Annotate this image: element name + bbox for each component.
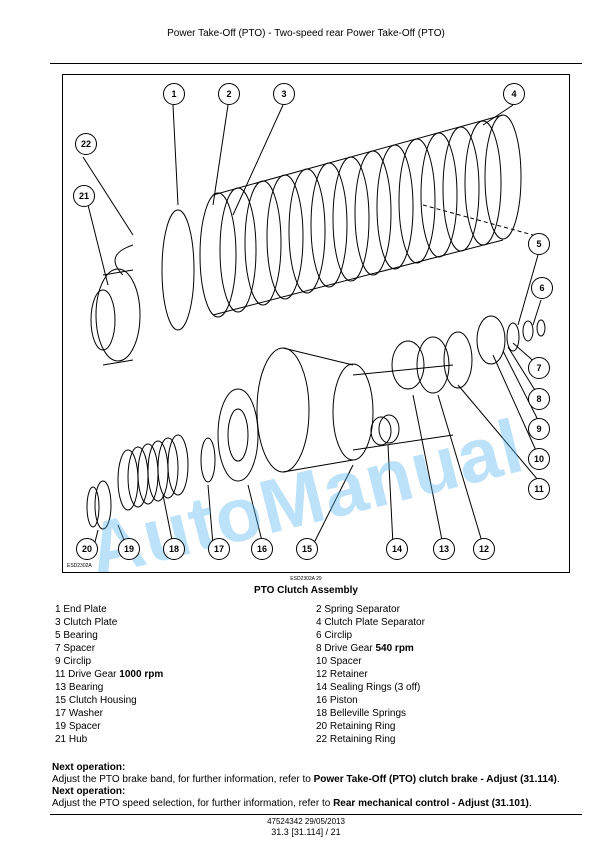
legend-left-column: 1 End Plate 3 Clutch Plate 5 Bearing 7 Spac… [55,603,163,746]
legend-item: 10 Spacer [316,656,362,667]
header-rule [50,63,582,64]
next-operation-text: Adjust the PTO speed selection, for furt… [52,798,532,809]
callout-21: 21 [73,185,95,207]
legend-item: 7 Spacer [55,643,96,654]
piston-part [217,388,259,482]
legend-item: 19 Spacer [55,721,101,732]
procedure-reference-link[interactable]: Rear mechanical control - Adjust (31.101… [333,798,529,809]
callout-11: 11 [528,478,550,500]
next-operation-text: Adjust the PTO brake band, for further i… [52,774,560,785]
legend-item: 8 Drive Gear 540 rpm [316,643,414,654]
legend-item: 16 Piston [316,695,358,706]
callout-14: 14 [386,538,408,560]
belleville-springs-part [117,434,189,511]
legend-item: 11 Drive Gear 1000 rpm [55,669,164,680]
callout-4: 4 [503,83,525,105]
callout-18: 18 [163,538,185,560]
retaining-ring-22 [114,244,134,276]
hub-part [90,268,141,366]
drive-gear-1000 [443,331,473,389]
legend-item: 5 Bearing [55,630,98,641]
legend-item-speed: 1000 rpm [119,669,164,680]
procedure-reference-link[interactable]: Power Take-Off (PTO) clutch brake - Adju… [313,774,557,785]
next-operations: Next operation:Adjust the PTO brake band… [52,762,592,810]
sealing-rings-part [370,416,392,446]
figure-number: ESD2302A 29 [290,576,322,582]
callout-22: 22 [75,133,97,155]
page-header-title: Power Take-Off (PTO) - Two-speed rear Po… [167,28,445,39]
bearing-13-part [391,340,425,390]
legend-item: 9 Circlip [55,656,92,667]
callout-9: 9 [528,418,550,440]
legend-item-speed: 540 rpm [375,643,414,654]
legend-item: 4 Clutch Plate Separator [316,617,425,628]
legend-item: 14 Sealing Rings (3 off) [316,682,421,693]
callout-19: 19 [118,538,140,560]
callout-20: 20 [76,538,98,560]
legend-item: 20 Retaining Ring [316,721,396,732]
footer-rule [50,814,582,815]
callout-6: 6 [531,277,553,299]
figure-id: ESD2302A [67,563,92,569]
clutch-housing-part [256,347,454,473]
footer-page-ref: 31.3 [31.114] / 21 [271,827,341,837]
retainer-part [416,336,450,394]
callout-1: 1 [163,83,185,105]
legend-item: 3 Clutch Plate [55,617,118,628]
figure-caption: PTO Clutch Assembly [254,585,358,596]
callout-15: 15 [296,538,318,560]
clutch-plate-stack [161,114,534,331]
callout-8: 8 [528,388,550,410]
callout-2: 2 [218,83,240,105]
legend-item: 12 Retainer [316,669,368,680]
drive-gear-540 [476,315,506,365]
diagram-drawing [82,104,546,551]
callout-17: 17 [208,538,230,560]
legend-item: 22 Retaining Ring [316,734,396,745]
legend-item: 18 Belleville Springs [316,708,407,719]
legend-right-column: 2 Spring Separator 4 Clutch Plate Separat… [316,603,425,746]
legend-item: 21 Hub [55,734,88,745]
callout-7: 7 [528,357,550,379]
callout-12: 12 [473,538,495,560]
legend-item: 2 Spring Separator [316,604,400,615]
callout-5: 5 [528,233,550,255]
callout-16: 16 [251,538,273,560]
legend-item: 17 Washer [55,708,103,719]
legend-item: 15 Clutch Housing [55,695,137,706]
legend-item: 6 Circlip [316,630,353,641]
footer-doc-id: 47524342 29/05/2013 [267,817,345,826]
callout-13: 13 [433,538,455,560]
callout-3: 3 [273,83,295,105]
next-operation-heading: Next operation: [52,786,126,797]
next-operation-heading: Next operation: [52,762,126,773]
legend-item: 1 End Plate [55,604,107,615]
washer-part [200,437,216,483]
legend-item: 13 Bearing [55,682,104,693]
callout-10: 10 [528,448,550,470]
exploded-diagram: AutoManual 1 2 3 4 5 6 7 8 9 10 11 12 13… [62,74,570,573]
